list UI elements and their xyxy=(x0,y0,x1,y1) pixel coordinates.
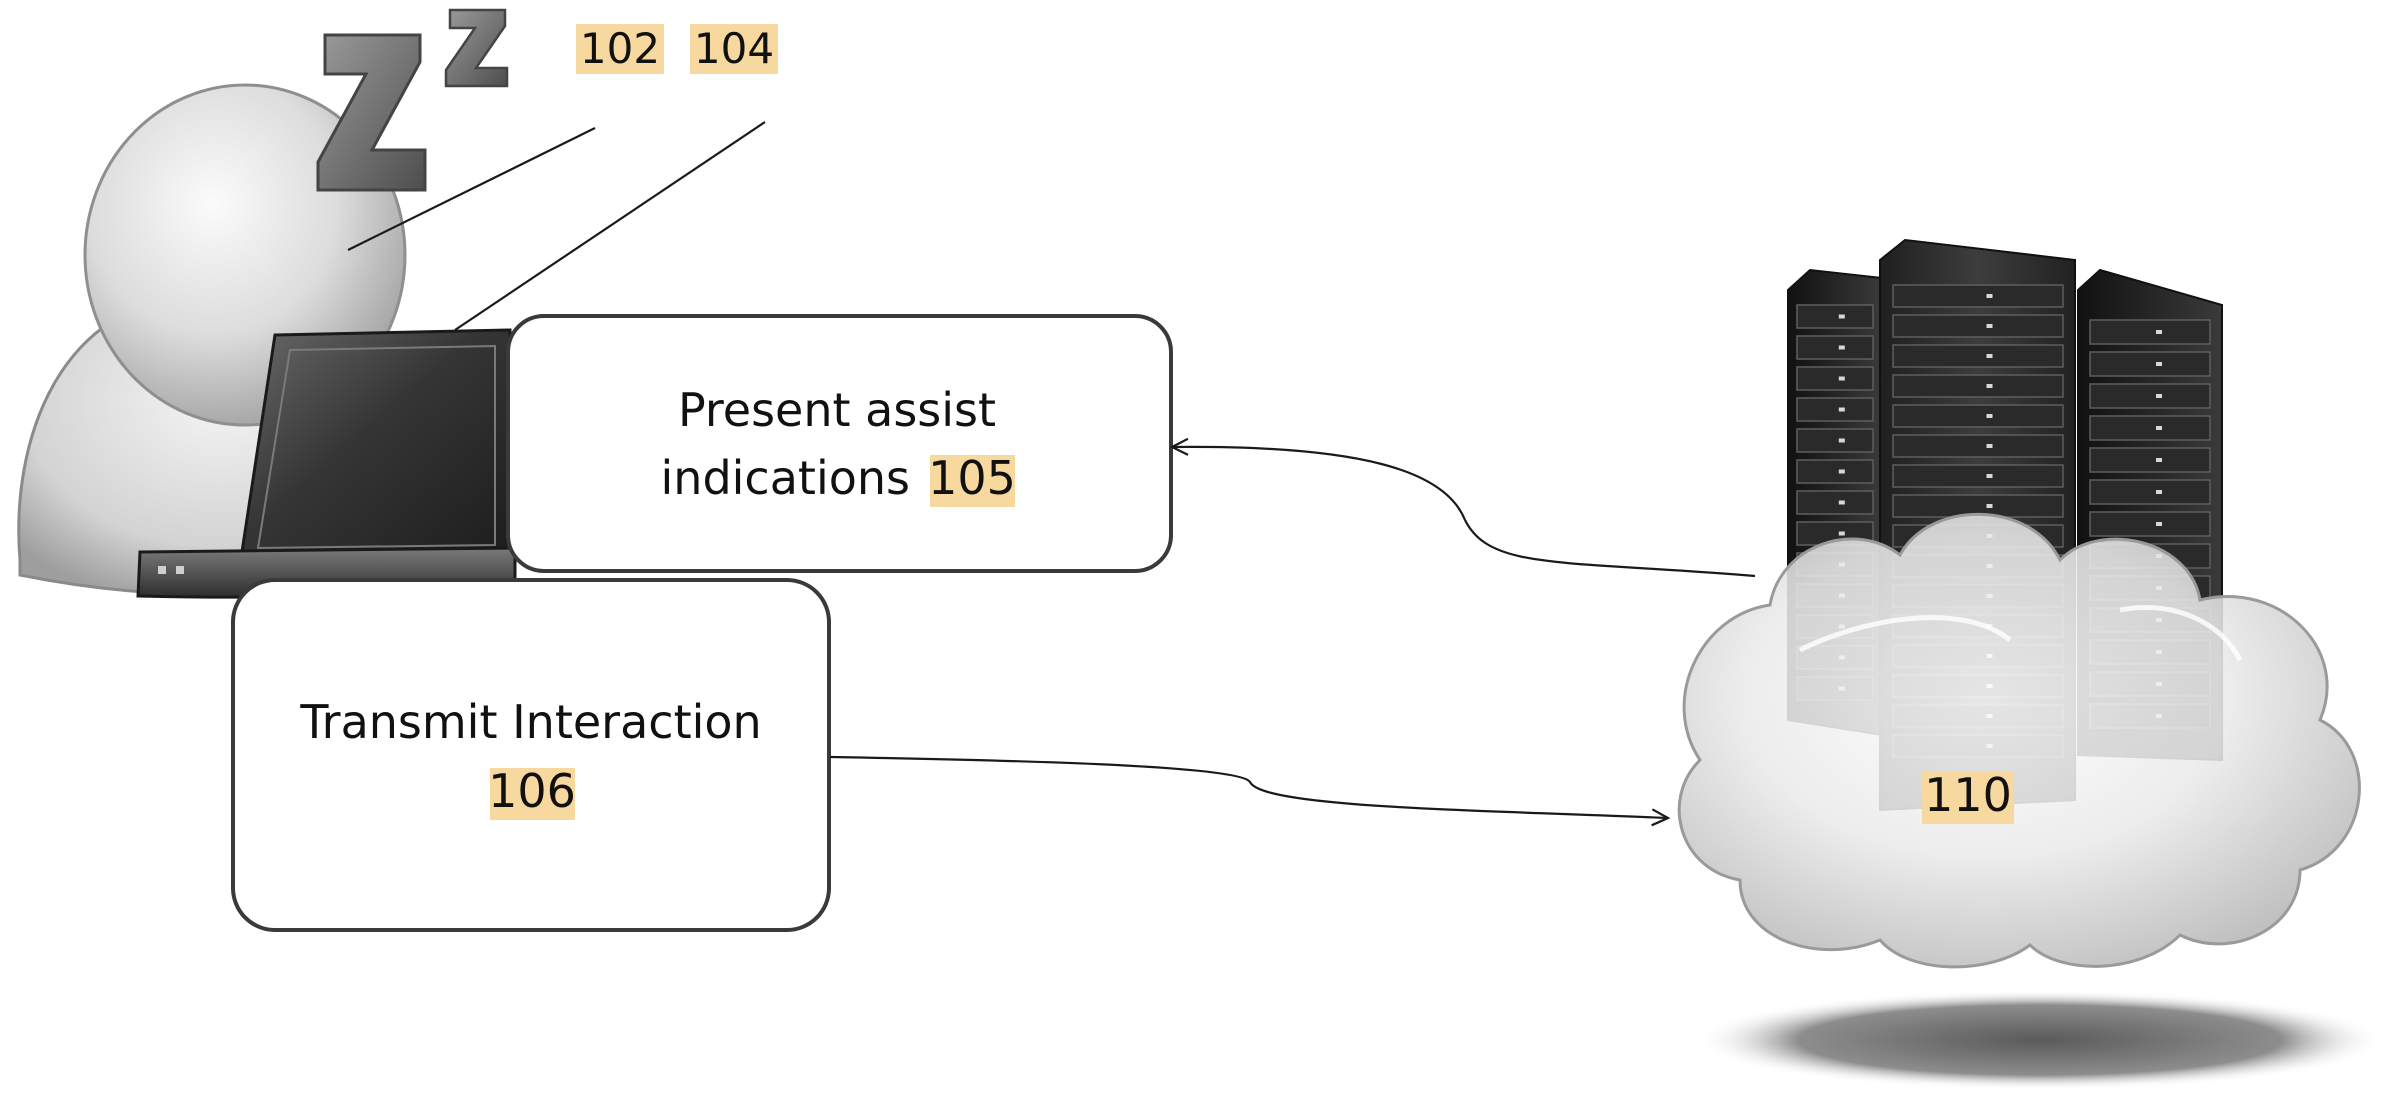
rack-slot xyxy=(1796,428,1874,453)
rack-led xyxy=(1838,469,1845,474)
rack-slot xyxy=(1796,304,1874,329)
rack-led xyxy=(1838,407,1845,412)
rack-slot xyxy=(1892,314,2064,338)
rack-led xyxy=(1986,354,1993,358)
rack-slot xyxy=(1892,404,2064,428)
ref-110-highlight xyxy=(1922,772,2014,824)
rack-led xyxy=(1986,504,1993,508)
transmit-box-line1: Transmit Interaction xyxy=(299,695,761,749)
rack-slot xyxy=(2089,351,2211,377)
rack-slot xyxy=(1796,490,1874,515)
rack-led xyxy=(1838,500,1845,505)
present-box-line1: Present assist xyxy=(678,383,996,437)
rack-slot xyxy=(1796,366,1874,391)
ref-102-label: 102 xyxy=(580,24,660,73)
ref-106-label: 106 xyxy=(488,764,576,818)
rack-slot xyxy=(1796,335,1874,360)
leader-line-104 xyxy=(454,121,766,331)
rack-led xyxy=(1986,444,1993,448)
rack-slot xyxy=(1892,284,2064,308)
rack-slot xyxy=(2089,447,2211,473)
rack-slot xyxy=(2089,319,2211,345)
ref-104-label: 104 xyxy=(694,24,774,73)
rack-led xyxy=(2156,490,2162,494)
rack-slot xyxy=(1796,459,1874,484)
rack-led xyxy=(2156,458,2162,462)
ref-106-highlight xyxy=(490,768,575,820)
rack-led xyxy=(2156,330,2162,334)
arrow-server-to-present xyxy=(1172,447,1756,578)
ref-110-label: 110 xyxy=(1924,768,2012,822)
ref-104-highlight xyxy=(690,24,778,74)
arrow-transmit-to-server xyxy=(829,755,1668,818)
rack-slot xyxy=(1892,374,2064,398)
ref-105-label: 105 xyxy=(928,451,1016,505)
rack-slot xyxy=(1796,397,1874,422)
cloud-icon xyxy=(1677,512,2361,969)
rack-led xyxy=(2156,522,2162,526)
rack-slot xyxy=(1892,464,2064,488)
sleep-zz-icon xyxy=(316,8,509,192)
cloud-shadow xyxy=(1695,990,2385,1090)
ref-105-highlight xyxy=(930,455,1015,507)
rack-slot xyxy=(1892,344,2064,368)
rack-slot xyxy=(2089,479,2211,505)
transmit-interaction-box xyxy=(231,578,831,932)
rack-led xyxy=(1838,531,1845,536)
rack-led xyxy=(2156,394,2162,398)
leader-line-102 xyxy=(347,127,596,251)
rack-slot xyxy=(2089,383,2211,409)
rack-led xyxy=(1986,384,1993,388)
rack-led xyxy=(1986,474,1993,478)
rack-slot xyxy=(2089,415,2211,441)
rack-slot xyxy=(1892,434,2064,458)
rack-led xyxy=(1986,294,1993,298)
rack-led xyxy=(1838,376,1845,381)
rack-led xyxy=(1986,414,1993,418)
rack-led xyxy=(1838,345,1845,350)
ref-102-highlight xyxy=(576,24,664,74)
rack-led xyxy=(2156,362,2162,366)
present-box-line2: indications xyxy=(661,451,910,505)
rack-led xyxy=(2156,426,2162,430)
rack-led xyxy=(1986,324,1993,328)
rack-slot xyxy=(2089,511,2211,537)
rack-led xyxy=(1838,314,1845,319)
rack-led xyxy=(1838,438,1845,443)
present-assist-box xyxy=(506,314,1173,573)
